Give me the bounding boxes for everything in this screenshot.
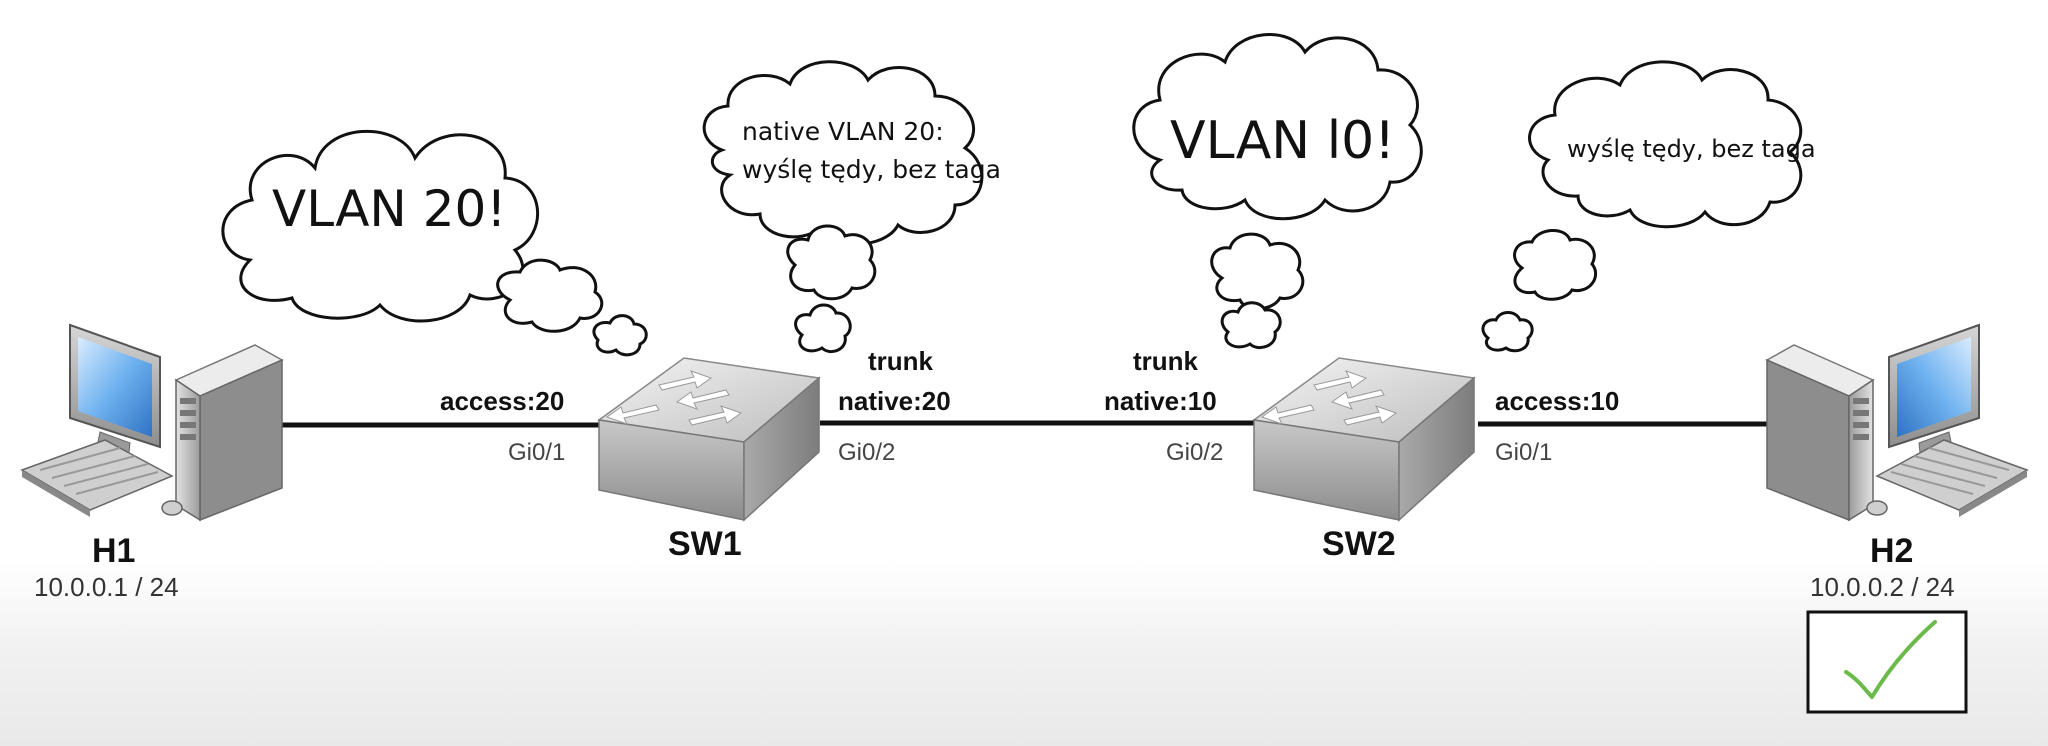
sw1-name-label: SW1 xyxy=(668,525,742,563)
sw1-thought-line2: wyślę tędy, bez taga xyxy=(742,155,1001,184)
sw1-thought-cloud: native VLAN 20: wyślę tędy, bez taga xyxy=(702,60,1001,353)
sw2-port-gi01-label: Gi0/1 xyxy=(1495,439,1552,466)
sw2-port-gi02-label: Gi0/2 xyxy=(1166,439,1223,466)
result-checkmark-box xyxy=(1806,610,1968,714)
sw2-h2-access-label: access:10 xyxy=(1495,386,1619,416)
h1-thought-text: VLAN 20! xyxy=(272,180,506,238)
sw1-port-gi01-label: Gi0/1 xyxy=(508,439,565,466)
sw2-out-thought-cloud: wyślę tędy, bez taga xyxy=(1481,60,1816,353)
sw2-out-thought-text: wyślę tędy, bez taga xyxy=(1567,135,1816,163)
sw1-port-gi02-label: Gi0/2 xyxy=(838,439,895,466)
h1-name-label: H1 xyxy=(92,532,135,570)
sw1-switch-icon xyxy=(597,357,821,522)
sw1-trunk-label: trunk xyxy=(868,346,934,376)
sw2-thought-cloud: VLAN l0! xyxy=(1132,33,1423,349)
sw1-thought-line1: native VLAN 20: xyxy=(742,117,944,146)
h2-name-label: H2 xyxy=(1870,532,1913,570)
sw2-thought-text: VLAN l0! xyxy=(1170,111,1395,171)
sw1-native-label: native:20 xyxy=(838,386,951,416)
h1-thought-cloud: VLAN 20! xyxy=(221,129,648,357)
sw2-native-label: native:10 xyxy=(1104,386,1217,416)
sw2-trunk-label: trunk xyxy=(1133,346,1199,376)
h2-computer-icon xyxy=(1765,323,2029,522)
h1-sw1-access-label: access:20 xyxy=(440,386,564,416)
h1-computer-icon xyxy=(20,323,284,522)
h2-ip-label: 10.0.0.2 / 24 xyxy=(1810,572,1955,602)
labels: access:20 Gi0/1 trunk native:20 Gi0/2 tr… xyxy=(34,346,1955,602)
sw2-name-label: SW2 xyxy=(1322,525,1396,563)
checkmark-icon xyxy=(1844,620,1937,699)
links xyxy=(278,420,1775,428)
h1-ip-label: 10.0.0.1 / 24 xyxy=(34,572,179,602)
sw2-switch-icon xyxy=(1252,357,1476,522)
